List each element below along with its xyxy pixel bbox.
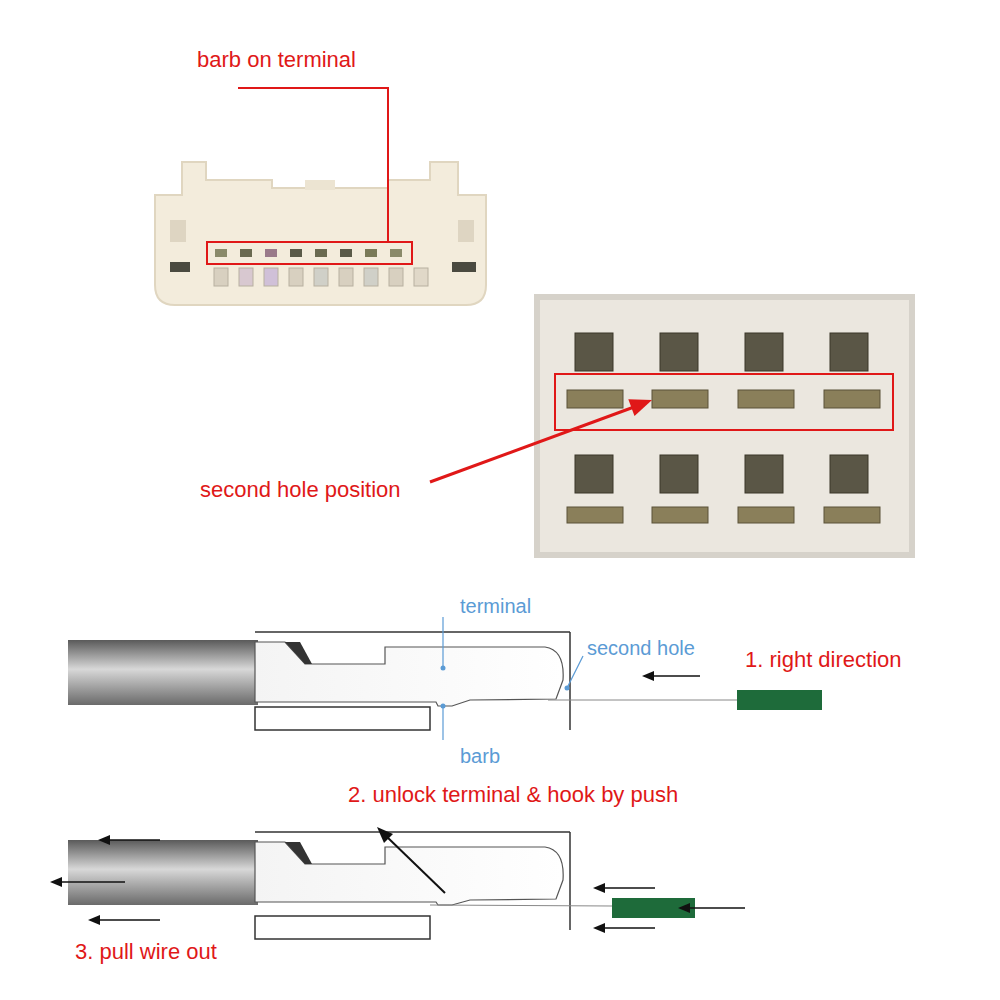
push-arrow — [385, 835, 445, 893]
terminal-body — [255, 642, 563, 706]
closeup-photo — [430, 297, 912, 555]
second-hole — [567, 507, 623, 523]
housing-wall — [255, 831, 570, 833]
step-label: 2. unlock terminal & hook by push — [348, 783, 678, 807]
highlight-box — [207, 242, 412, 264]
cavity — [575, 455, 613, 493]
terminal-slot — [414, 268, 428, 286]
housing-wall — [569, 832, 571, 930]
terminal-slot — [390, 249, 402, 257]
step-label: second hole position — [200, 478, 401, 502]
terminal-slot — [214, 268, 228, 286]
cavity — [830, 455, 868, 493]
arrow-head — [642, 671, 654, 681]
section-view — [50, 827, 745, 939]
arrow-head — [377, 827, 393, 843]
terminal-slot — [315, 249, 327, 257]
leader-dot — [565, 686, 570, 691]
cavity — [575, 333, 613, 371]
probe — [430, 905, 612, 906]
cavity — [745, 455, 783, 493]
arrow-head — [98, 835, 110, 845]
second-hole — [824, 390, 880, 408]
push-arrow — [603, 887, 655, 889]
section-view — [68, 617, 822, 740]
part-label: second hole — [587, 637, 695, 659]
arrow-head — [593, 883, 605, 893]
tool-handle — [737, 690, 822, 710]
terminal-slot — [364, 268, 378, 286]
photo-frame — [537, 297, 912, 555]
terminal-slot — [340, 249, 352, 257]
highlight-box — [555, 374, 893, 430]
second-hole — [567, 390, 623, 408]
housing-wall — [255, 916, 430, 939]
arrow-head — [593, 923, 605, 933]
push-arrow — [688, 907, 745, 909]
push-arrow — [603, 927, 655, 929]
second-hole — [738, 390, 794, 408]
wire — [68, 840, 258, 905]
pull-arrow — [60, 881, 125, 883]
part-label: terminal — [460, 595, 531, 617]
second-hole — [652, 390, 708, 408]
leader-dot — [441, 666, 446, 671]
arrow-head — [678, 903, 690, 913]
cavity — [660, 333, 698, 371]
side-opening — [452, 262, 476, 272]
arrow-head — [50, 877, 62, 887]
terminal-slot — [290, 249, 302, 257]
connector-latch — [305, 180, 335, 190]
arrow-head — [628, 399, 652, 416]
housing-wall — [255, 707, 430, 730]
leader-line — [442, 617, 443, 668]
step-label: barb on terminal — [197, 48, 356, 72]
terminal-slot — [389, 268, 403, 286]
second-hole — [738, 507, 794, 523]
terminal-slot — [240, 249, 252, 257]
terminal-slot — [289, 268, 303, 286]
pointer-arrow — [430, 407, 634, 482]
cavity — [830, 333, 868, 371]
arrow-head — [88, 915, 100, 925]
housing-wall — [255, 631, 570, 633]
connector-photo — [155, 88, 486, 305]
cavity — [660, 455, 698, 493]
terminal-body — [255, 842, 563, 905]
terminal-slot — [239, 268, 253, 286]
leader-line — [567, 656, 583, 688]
terminal-slot — [264, 268, 278, 286]
pull-arrow — [108, 839, 160, 841]
terminal-slot — [365, 249, 377, 257]
side-opening — [170, 220, 186, 242]
leader-dot — [441, 704, 446, 709]
leader-line — [238, 88, 388, 242]
side-opening — [170, 262, 190, 272]
step-label: 3. pull wire out — [75, 940, 217, 964]
side-opening — [458, 220, 474, 242]
part-label: barb — [460, 745, 500, 767]
crimp — [285, 642, 312, 664]
second-hole — [652, 507, 708, 523]
crimp — [285, 842, 312, 864]
connector-body — [155, 162, 486, 305]
second-hole — [824, 507, 880, 523]
pull-arrow — [98, 919, 160, 921]
terminal-slot — [339, 268, 353, 286]
terminal-slot — [314, 268, 328, 286]
terminal-slot — [265, 249, 277, 257]
tool-handle — [612, 898, 695, 918]
probe — [548, 700, 737, 701]
terminal-slot — [215, 249, 227, 257]
direction-arrow — [650, 675, 700, 677]
cavity — [745, 333, 783, 371]
wire — [68, 640, 258, 705]
leader-line — [442, 706, 443, 740]
step-label: 1. right direction — [745, 648, 902, 672]
